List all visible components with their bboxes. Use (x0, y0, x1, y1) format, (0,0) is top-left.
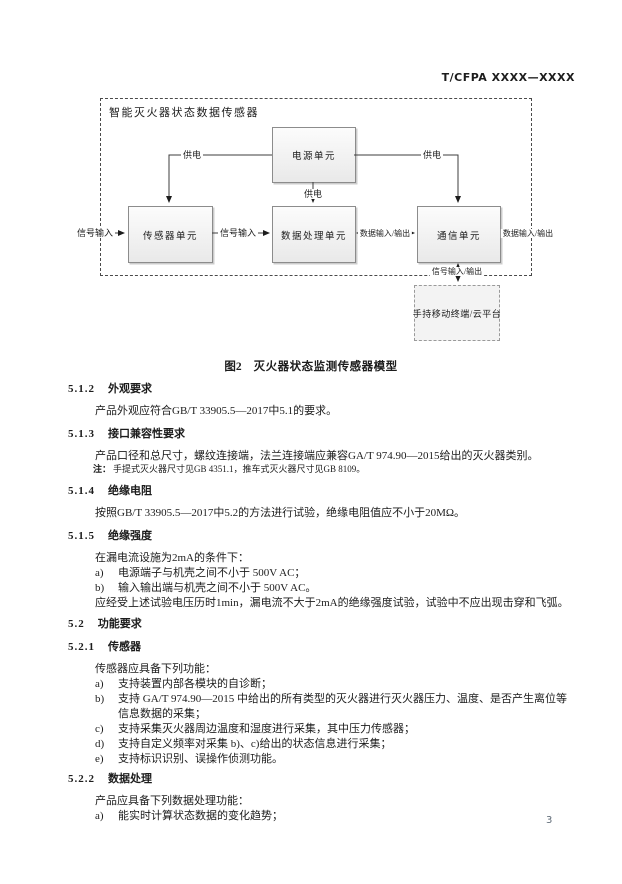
paragraph-intro: 产品应具备下列数据处理功能： (95, 795, 249, 807)
section-5-2: 5.2 功能要求 (68, 617, 570, 632)
section-5-1-5: 5.1.5 绝缘强度 在漏电流设施为2mA的条件下： a) 电源端子与机壳之间不小… (68, 529, 570, 611)
sensor-unit-box: 传感器单元 (128, 206, 213, 263)
section-number: 5.2.2 (68, 773, 95, 785)
list-item: c) 支持采集灭火器周边温度和湿度进行采集，其中压力传感器； (68, 722, 570, 737)
section-number: 5.1.2 (68, 383, 95, 395)
edge-label-signal-input-left: 信号输入 (74, 228, 116, 238)
list-item-text: 能实时计算状态数据的变化趋势； (118, 810, 283, 822)
section-5-2-1: 5.2.1 传感器 传感器应具备下列功能： a) 支持装置内部各模块的自诊断； b… (68, 640, 570, 767)
list-item: a) 能实时计算状态数据的变化趋势； (68, 809, 570, 824)
sensor-model-diagram: 智能灭火器状态数据传感器 电源单元 传感器单元 数据处理单元 通信单元 手持移动… (0, 0, 622, 355)
list-item-label: c) (95, 723, 104, 735)
power-unit-label: 电源单元 (291, 152, 336, 162)
list-item-label: d) (95, 738, 105, 750)
edge-label-data-io-mid: 数据输入/输出 (357, 229, 413, 238)
note-text: 手提式灭火器尺寸见GB 4351.1，推车式灭火器尺寸见GB 8109。 (113, 464, 366, 474)
power-unit-box: 电源单元 (272, 127, 356, 183)
edge-label-signal-io-bottom: 信号输入/输出 (429, 267, 485, 276)
list-item-text: 支持标识识别、误操作侦测功能。 (118, 753, 283, 765)
section-number: 5.2.1 (68, 641, 95, 653)
data-processing-unit-box: 数据处理单元 (272, 206, 356, 263)
section-title: 外观要求 (108, 383, 152, 395)
section-heading: 5.2.1 传感器 (68, 640, 570, 655)
paragraph-intro: 在漏电流设施为2mA的条件下： (95, 552, 249, 564)
section-title: 功能要求 (97, 618, 142, 630)
list-item-text: 输入输出端与机壳之间不小于 500V AC。 (118, 582, 317, 594)
list-item-text: 电源端子与机壳之间不小于 500V AC； (118, 567, 306, 579)
edge-label-power-right: 供电 (420, 150, 444, 160)
list-item: b) 支持 GA/T 974.90—2015 中给出的所有类型的灭火器进行灭火器… (68, 692, 570, 722)
doc-number: T/CFPA XXXX—XXXX (441, 71, 575, 84)
edge-label-data-io-right: 数据输入/输出 (500, 229, 556, 238)
edge-label-power-left: 供电 (180, 150, 204, 160)
section-number: 5.1.4 (68, 485, 95, 497)
page-number: 3 (546, 815, 553, 826)
section-title: 数据处理 (108, 773, 152, 785)
list-item-label: b) (95, 582, 105, 594)
section-5-1-4: 5.1.4 绝缘电阻 按照GB/T 33905.5—2017中5.2的方法进行试验… (68, 484, 570, 521)
mobile-terminal-cloud-label: 手持移动终端/云平台 (412, 308, 502, 319)
paragraph: 产品口径和总尺寸，螺纹连接端，法兰连接端应兼容GA/T 974.90—2015给… (95, 450, 539, 462)
paragraph: 按照GB/T 33905.5—2017中5.2的方法进行试验，绝缘电阻值应不小于… (95, 507, 466, 519)
document-body: 5.1.2 外观要求 产品外观应符合GB/T 33905.5—2017中5.1的要… (68, 374, 570, 824)
section-5-2-2: 5.2.2 数据处理 产品应具备下列数据处理功能： a) 能实时计算状态数据的变化… (68, 772, 570, 824)
sensor-unit-label: 传感器单元 (142, 231, 198, 242)
section-number: 5.1.5 (68, 530, 95, 542)
list-item: a) 支持装置内部各模块的自诊断； (68, 677, 570, 692)
mobile-terminal-cloud-box: 手持移动终端/云平台 (412, 285, 502, 341)
list-item-text: 支持装置内部各模块的自诊断； (118, 678, 272, 690)
list-item-label: a) (95, 567, 104, 579)
list-item: e) 支持标识识别、误操作侦测功能。 (68, 752, 570, 767)
edge-label-signal-input-mid: 信号输入 (217, 228, 259, 238)
figure-caption-title: 灭火器状态监测传感器模型 (253, 361, 398, 373)
paragraph: 产品外观应符合GB/T 33905.5—2017中5.1的要求。 (95, 405, 338, 417)
section-number: 5.1.3 (68, 428, 95, 440)
section-title: 绝缘电阻 (108, 485, 152, 497)
communication-unit-label: 通信单元 (436, 231, 481, 242)
data-processing-unit-label: 数据处理单元 (280, 231, 347, 242)
communication-unit-box: 通信单元 (417, 206, 501, 263)
section-number: 5.2 (68, 618, 85, 630)
section-heading: 5.2.2 数据处理 (68, 772, 570, 787)
section-heading: 5.1.5 绝缘强度 (68, 529, 570, 544)
list-item-text: 支持自定义频率对采集 b)、c)给出的状态信息进行采集； (118, 738, 392, 750)
section-heading: 5.2 功能要求 (68, 617, 570, 632)
sensor-boundary-label: 智能灭火器状态数据传感器 (109, 107, 259, 119)
sensor-boundary-box: 智能灭火器状态数据传感器 (100, 98, 532, 276)
section-title: 传感器 (108, 641, 141, 653)
section-title: 接口兼容性要求 (108, 428, 185, 440)
section-heading: 5.1.4 绝缘电阻 (68, 484, 570, 499)
list-item: b) 输入输出端与机壳之间不小于 500V AC。 (68, 581, 570, 596)
section-heading: 5.1.3 接口兼容性要求 (68, 427, 570, 442)
section-5-1-3: 5.1.3 接口兼容性要求 产品口径和总尺寸，螺纹连接端，法兰连接端应兼容GA/T… (68, 427, 570, 475)
list-item-text: 支持采集灭火器周边温度和湿度进行采集，其中压力传感器； (118, 723, 415, 735)
section-title: 绝缘强度 (108, 530, 152, 542)
list-item: a) 电源端子与机壳之间不小于 500V AC； (68, 566, 570, 581)
section-heading: 5.1.2 外观要求 (68, 382, 570, 397)
note-label: 注： (93, 464, 112, 474)
list-item-text: 支持 GA/T 974.90—2015 中给出的所有类型的灭火器进行灭火器压力、… (118, 693, 567, 720)
list-item-label: b) (95, 693, 105, 705)
list-item-label: a) (95, 678, 104, 690)
paragraph-outro: 应经受上述试验电压历时1min，漏电流不大于2mA的绝缘强度试验，试验中不应出现… (95, 597, 569, 609)
list-item-label: e) (95, 753, 104, 765)
figure-caption: 图2 灭火器状态监测传感器模型 (0, 358, 622, 374)
paragraph-intro: 传感器应具备下列功能： (95, 663, 216, 675)
section-5-1-2: 5.1.2 外观要求 产品外观应符合GB/T 33905.5—2017中5.1的要… (68, 382, 570, 419)
list-item-label: a) (95, 810, 104, 822)
note: 注：手提式灭火器尺寸见GB 4351.1，推车式灭火器尺寸见GB 8109。 (68, 463, 570, 475)
figure-caption-number: 图2 (224, 361, 242, 373)
edge-label-power-mid: 供电 (301, 189, 325, 199)
list-item: d) 支持自定义频率对采集 b)、c)给出的状态信息进行采集； (68, 737, 570, 752)
